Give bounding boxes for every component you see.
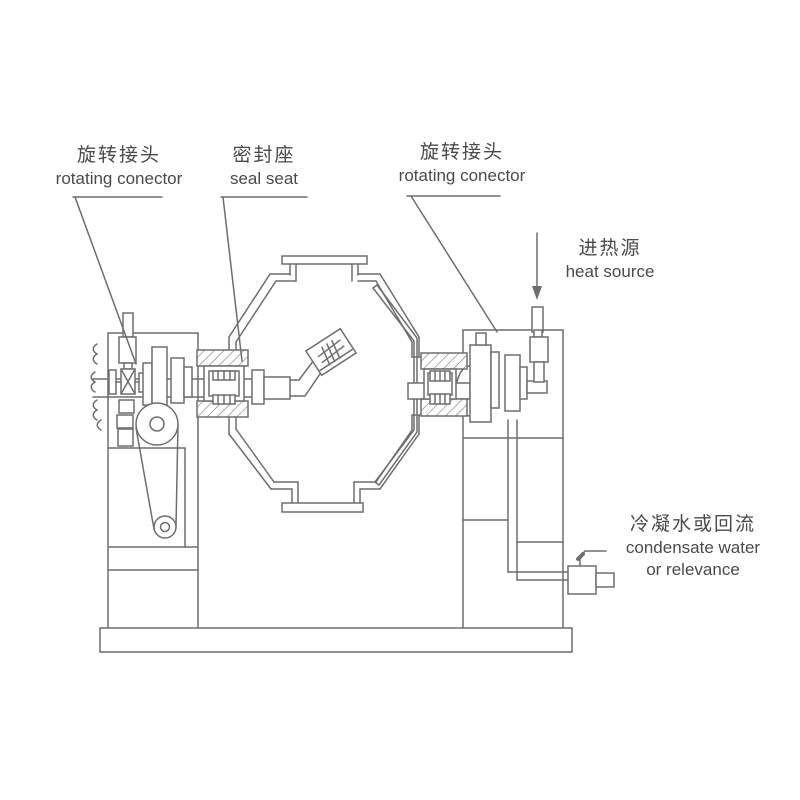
internal-filter [251, 327, 358, 405]
left-seal-seat [196, 349, 249, 418]
label-seal-seat-zh: 密封座 [232, 145, 296, 166]
condensate-valve [567, 550, 615, 595]
condensate-pipe [507, 419, 569, 581]
label-condensate-en1: condensate water [625, 538, 761, 557]
label-left-rotary-joint-zh: 旋转接头 [76, 145, 161, 166]
belt-drive [135, 402, 179, 539]
right-stand [462, 329, 564, 629]
label-right-rotary-joint-zh: 旋转接头 [419, 142, 504, 163]
label-condensate: 冷凝水或回流 condensate water or relevance [602, 512, 784, 581]
left-shaft-discs [142, 346, 193, 411]
top-flange [281, 255, 368, 282]
right-seal-seat [407, 352, 471, 417]
heat-arrow-icon [532, 232, 542, 300]
bottom-flange [281, 481, 364, 513]
label-heat-source-zh: 进热源 [578, 238, 642, 259]
label-left-rotary-joint-en: rotating conector [55, 169, 183, 188]
heat-inlet [529, 306, 549, 383]
rotary-joint-right [469, 332, 548, 423]
label-seal-seat: 密封座 seal seat [214, 143, 314, 190]
label-heat-source: 进热源 heat source [548, 236, 672, 283]
label-right-rotary-joint-en: rotating conector [398, 166, 526, 185]
rotary-joint-left [108, 312, 146, 447]
label-condensate-en2: or relevance [646, 560, 740, 579]
label-left-rotary-joint: 旋转接头 rotating conector [48, 143, 190, 190]
base-plate [99, 627, 573, 653]
label-condensate-zh: 冷凝水或回流 [629, 514, 756, 535]
label-seal-seat-en: seal seat [229, 169, 299, 188]
label-heat-source-en: heat source [565, 262, 655, 281]
leader-lines [72, 195, 501, 365]
filter-hash-icon [317, 339, 345, 366]
label-right-rotary-joint: 旋转接头 rotating conector [388, 140, 536, 187]
